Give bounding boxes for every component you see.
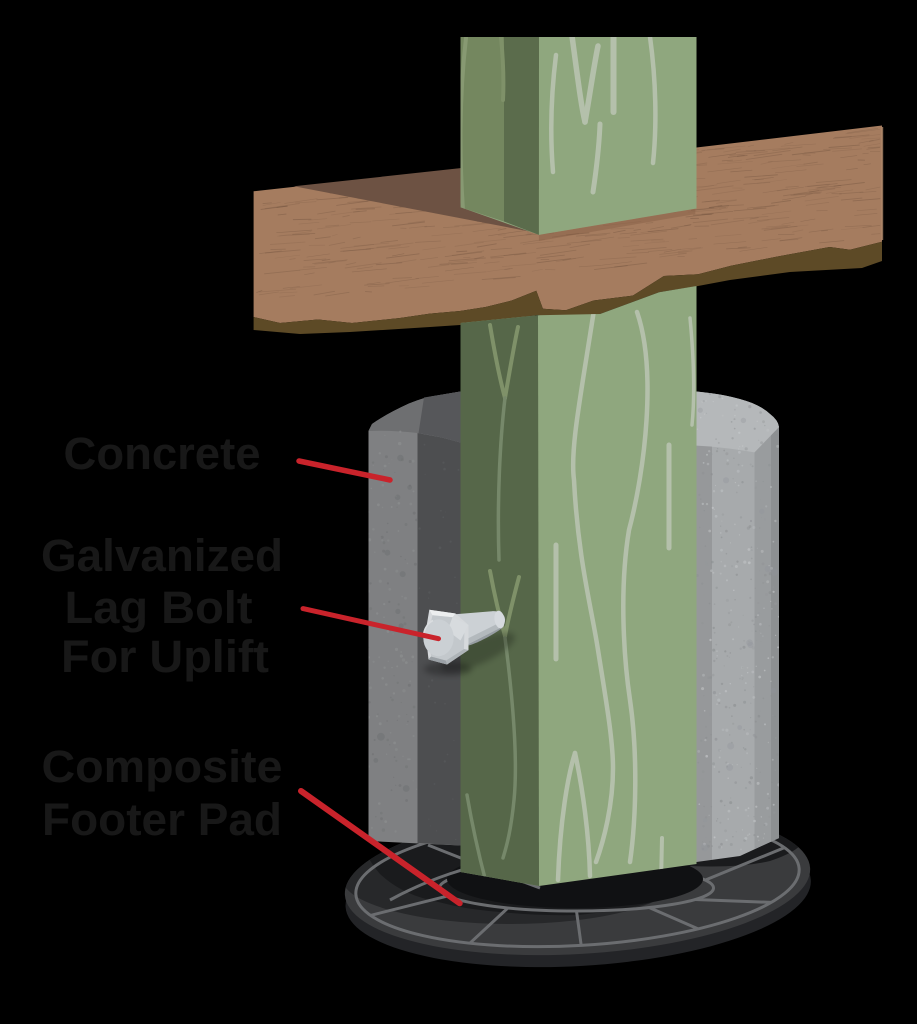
svg-text:Lag Bolt: Lag Bolt [65,582,253,633]
svg-text:Concrete: Concrete [64,428,261,479]
svg-text:For Uplift: For Uplift [61,631,269,682]
svg-text:Composite: Composite [42,741,283,792]
svg-text:Galvanized: Galvanized [41,530,283,581]
svg-text:Footer Pad: Footer Pad [42,794,282,845]
